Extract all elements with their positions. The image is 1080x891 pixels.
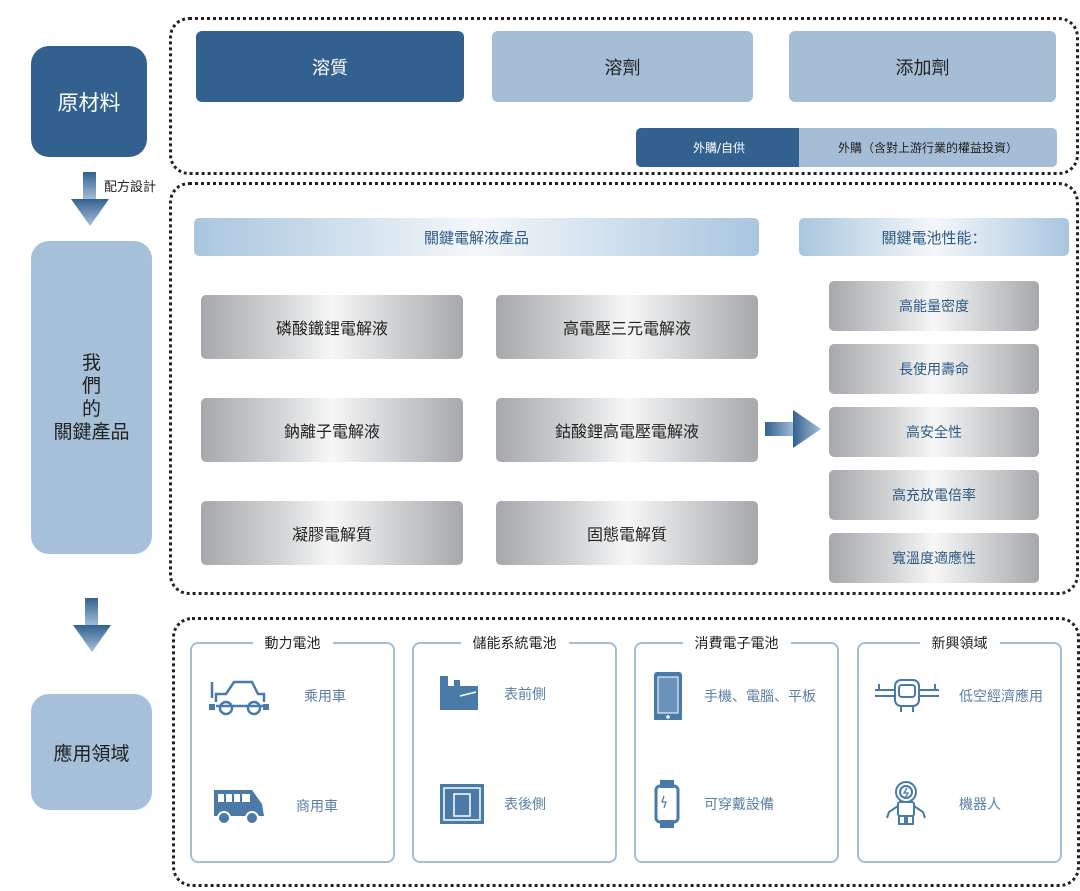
raw-material-solute: 溶質 xyxy=(196,31,464,102)
applications-panel xyxy=(172,617,1080,887)
products-label-line: 的 xyxy=(81,397,101,420)
app-group-emerging-fields: 新興領域 低空經濟應用 機器人 xyxy=(857,633,1062,863)
key-battery-performance-header: 關鍵電池性能： xyxy=(799,218,1069,256)
raw-material-solvent: 溶劑 xyxy=(492,31,753,102)
product-gel-electrolyte: 凝膠電解質 xyxy=(201,501,463,565)
performance-label: 高能量密度 xyxy=(899,299,969,315)
app-item-label: 商用車 xyxy=(296,799,338,815)
arrow-right-icon xyxy=(765,410,821,448)
app-item: 低空經濟應用 xyxy=(859,672,1060,722)
product-label: 固態電解質 xyxy=(586,525,667,544)
application-fields-label: 應用領域 xyxy=(53,742,130,765)
smartwatch-icon xyxy=(654,780,680,828)
app-item: 可穿戴設備 xyxy=(636,780,837,830)
arrow-down-icon xyxy=(73,598,111,652)
product-label: 鈉離子電解液 xyxy=(283,422,380,441)
app-item-label: 手機、電腦、平板 xyxy=(704,689,816,705)
performance-label: 長使用壽命 xyxy=(899,362,969,378)
factory-icon xyxy=(440,676,478,710)
raw-material-label: 溶劑 xyxy=(604,57,641,79)
sourcing-label: 外購（含對上游行業的權益投資） xyxy=(837,141,1018,155)
app-item: 手機、電腦、平板 xyxy=(636,672,837,722)
product-lfp-electrolyte: 磷酸鐵鋰電解液 xyxy=(201,295,463,359)
app-item-label: 表後側 xyxy=(504,797,546,813)
app-group-energy-storage-battery: 儲能系統電池 表前側 表後側 xyxy=(412,633,617,863)
app-group-power-battery: 動力電池 乘用車 商用車 xyxy=(190,633,395,863)
performance-label: 高充放電倍率 xyxy=(892,488,976,504)
group-title: 動力電池 xyxy=(252,633,333,653)
bus-icon xyxy=(214,790,264,825)
sourcing-external: 外購（含對上游行業的權益投資） xyxy=(799,128,1057,167)
products-label-line: 我 xyxy=(81,351,101,374)
raw-materials-label: 原材料 xyxy=(57,90,121,115)
app-item: 機器人 xyxy=(859,780,1060,830)
raw-materials-box: 原材料 xyxy=(31,46,147,157)
products-label-line: 關鍵產品 xyxy=(53,420,130,443)
raw-material-additive: 添加劑 xyxy=(789,31,1056,102)
raw-material-label: 添加劑 xyxy=(895,57,950,79)
header-label: 關鍵電解液產品 xyxy=(423,228,529,247)
drone-icon xyxy=(875,679,939,712)
product-lco-high-voltage-electrolyte: 鈷酸鋰高電壓電解液 xyxy=(496,398,758,462)
sourcing-label: 外購/自供 xyxy=(692,141,746,155)
application-fields-box: 應用領域 xyxy=(31,694,152,810)
products-label-line: 們 xyxy=(81,374,101,397)
performance-high-safety: 高安全性 xyxy=(829,407,1039,457)
product-label: 高電壓三元電解液 xyxy=(562,319,691,338)
group-title: 新興領域 xyxy=(919,633,1000,653)
performance-high-energy-density: 高能量密度 xyxy=(829,281,1039,331)
app-item-label: 機器人 xyxy=(959,797,1001,813)
raw-material-label: 溶質 xyxy=(312,57,348,79)
product-sodium-ion-electrolyte: 鈉離子電解液 xyxy=(201,398,463,462)
app-item-label: 乘用車 xyxy=(304,689,346,705)
product-label: 磷酸鐵鋰電解液 xyxy=(275,319,388,338)
robot-icon xyxy=(886,781,926,825)
car-icon xyxy=(209,680,269,716)
product-label: 凝膠電解質 xyxy=(291,525,372,544)
product-high-voltage-ternary-electrolyte: 高電壓三元電解液 xyxy=(496,295,758,359)
app-item: 表前側 xyxy=(414,670,615,720)
performance-high-c-rate: 高充放電倍率 xyxy=(829,470,1039,520)
header-label: 關鍵電池性能： xyxy=(881,228,987,247)
group-title: 消費電子電池 xyxy=(682,633,791,653)
phone-icon xyxy=(654,672,682,720)
app-item-label: 可穿戴設備 xyxy=(704,797,774,813)
performance-label: 高安全性 xyxy=(906,425,962,441)
product-solid-state-electrolyte: 固態電解質 xyxy=(496,501,758,565)
app-item-label: 低空經濟應用 xyxy=(959,689,1043,705)
building-storage-icon xyxy=(440,784,484,824)
group-title: 儲能系統電池 xyxy=(460,633,569,653)
performance-long-cycle-life: 長使用壽命 xyxy=(829,344,1039,394)
sourcing-self-supply: 外購/自供 xyxy=(636,128,802,167)
app-item-label: 表前側 xyxy=(504,687,546,703)
performance-wide-temperature: 寬溫度適應性 xyxy=(829,533,1039,583)
app-item: 表後側 xyxy=(414,780,615,830)
product-label: 鈷酸鋰高電壓電解液 xyxy=(554,422,699,441)
app-item: 商用車 xyxy=(192,782,393,832)
app-group-consumer-electronics-battery: 消費電子電池 手機、電腦、平板 可穿戴設備 xyxy=(634,633,839,863)
raw-materials-panel xyxy=(169,17,1079,175)
performance-label: 寬溫度適應性 xyxy=(892,551,976,567)
key-electrolyte-products-header: 關鍵電解液產品 xyxy=(194,218,759,256)
arrow-down-icon xyxy=(71,172,109,226)
app-item: 乘用車 xyxy=(192,672,393,722)
our-key-products-box: 我 們 的 關鍵產品 xyxy=(31,241,152,554)
key-products-panel xyxy=(169,182,1079,595)
formula-design-label: 配方設計 xyxy=(104,180,157,195)
